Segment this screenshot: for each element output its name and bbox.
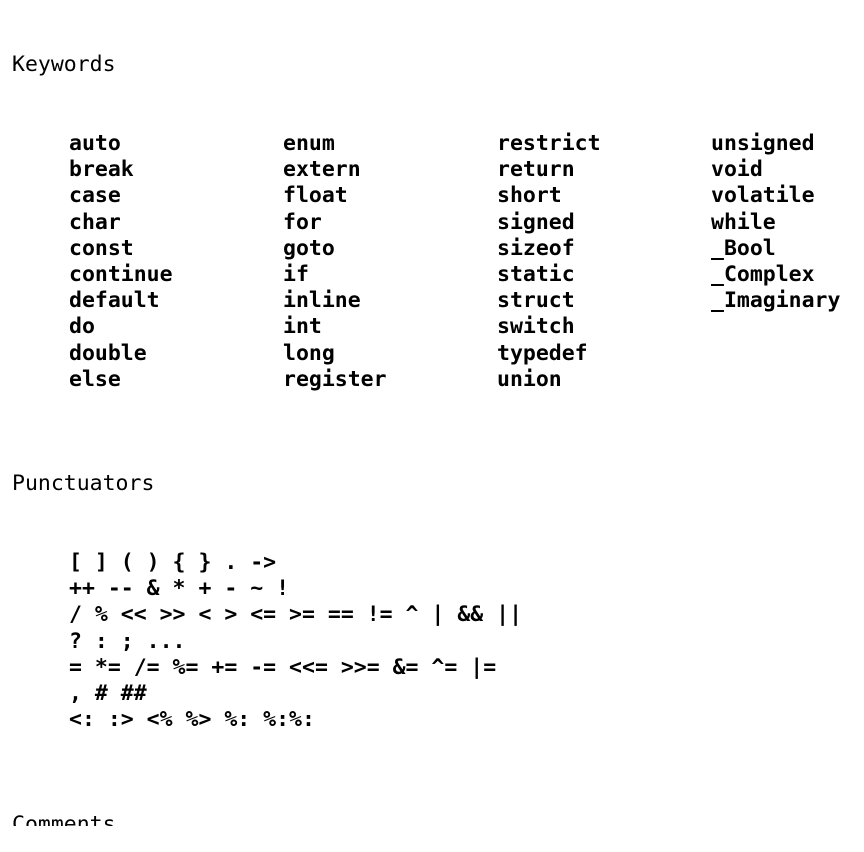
document-page: Keywords auto enum restrict unsigned break ex… xyxy=(12,0,864,852)
keyword-item: register xyxy=(283,366,387,392)
keyword-item: typedef xyxy=(497,340,588,366)
keyword-item: inline xyxy=(283,288,361,314)
punctuators-list: [ ] ( ) { } . ->++ -- & * + - ~ !/ % << … xyxy=(12,550,864,733)
keyword-item: goto xyxy=(283,235,335,261)
keyword-empty-cell xyxy=(711,314,861,340)
keyword-item: _Complex xyxy=(711,261,815,287)
keyword-item: int xyxy=(283,314,322,340)
keyword-item: _Imaginary xyxy=(711,288,841,314)
keyword-item: void xyxy=(711,157,763,183)
keyword-item: else xyxy=(69,366,121,392)
keyword-item: if xyxy=(283,261,309,287)
keyword-item: while xyxy=(711,209,776,235)
comments-heading: Comments xyxy=(12,812,116,826)
keyword-item: signed xyxy=(497,209,575,235)
keyword-item: enum xyxy=(283,131,335,156)
keyword-item: char xyxy=(69,209,121,235)
keyword-item: for xyxy=(283,209,322,235)
punctuator-line: / % << >> < > <= >= == != ^ | && || xyxy=(69,602,523,628)
keyword-item: switch xyxy=(497,314,575,340)
keyword-item: volatile xyxy=(711,183,815,209)
keywords-heading: Keywords xyxy=(12,52,116,78)
keyword-item: return xyxy=(497,157,575,183)
keyword-item: sizeof xyxy=(497,235,575,261)
punctuator-line: ? : ; ... xyxy=(69,628,186,654)
keyword-item: default xyxy=(69,288,160,314)
keyword-empty-cell xyxy=(711,341,861,367)
punctuator-line: = *= /= %= += -= <<= >>= &= ^= |= xyxy=(69,654,497,680)
keyword-item: unsigned xyxy=(711,131,815,156)
keyword-item: auto xyxy=(69,131,121,156)
keyword-item: break xyxy=(69,157,134,183)
keyword-item: short xyxy=(497,183,562,209)
punctuators-heading: Punctuators xyxy=(12,471,155,497)
punctuator-line: [ ] ( ) { } . -> xyxy=(69,550,277,576)
keyword-item: do xyxy=(69,314,95,340)
keyword-item: continue xyxy=(69,261,173,287)
keyword-empty-cell xyxy=(711,367,861,393)
punctuator-line: , # ## xyxy=(69,681,147,707)
punctuator-line: ++ -- & * + - ~ ! xyxy=(69,576,290,602)
punctuator-line: <: :> <% %> %: %:%: xyxy=(69,707,315,733)
keyword-item: long xyxy=(283,340,335,366)
keyword-item: double xyxy=(69,340,147,366)
keyword-item: struct xyxy=(497,288,575,314)
keyword-item: extern xyxy=(283,157,361,183)
keyword-item: float xyxy=(283,183,348,209)
keyword-item: static xyxy=(497,261,575,287)
keyword-item: _Bool xyxy=(711,235,776,261)
keyword-item: case xyxy=(69,183,121,209)
keyword-item: const xyxy=(69,235,134,261)
keyword-item: restrict xyxy=(497,131,601,156)
keywords-table: auto enum restrict unsigned break extern retur… xyxy=(12,131,864,393)
keyword-item: union xyxy=(497,366,562,392)
